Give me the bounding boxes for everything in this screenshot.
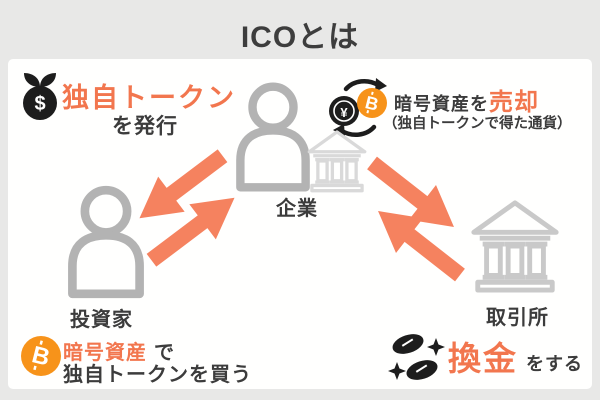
company-label: 企業 bbox=[276, 198, 318, 220]
svg-text:B: B bbox=[29, 341, 52, 371]
sell-crypto-line: 暗号資産を 売却 bbox=[394, 82, 539, 117]
currency-exchange-icon: ¥ B bbox=[326, 76, 392, 143]
investor-label: 投資家 bbox=[70, 309, 133, 331]
company-bank-icon bbox=[304, 128, 370, 199]
arrow-company-to-investor bbox=[139, 149, 228, 219]
coins-sparkle-icon bbox=[386, 330, 446, 393]
issue-token-text: 独自トークン bbox=[62, 83, 236, 113]
bitcoin-icon: B bbox=[20, 335, 62, 382]
buy-token-line1: 暗号資産 で bbox=[63, 336, 175, 365]
sell-crypto-highlight: 売却 bbox=[489, 89, 539, 116]
investor-person-icon bbox=[58, 183, 154, 306]
svg-text:B: B bbox=[363, 92, 380, 115]
sell-crypto-subnote: （独自トークンで得た通貨） bbox=[383, 116, 572, 132]
exchange-bank-icon bbox=[466, 196, 564, 301]
arrow-company-to-exchange bbox=[367, 156, 454, 228]
sell-crypto-prefix: 暗号資産を bbox=[394, 94, 489, 114]
exchange-label: 取引所 bbox=[486, 307, 549, 329]
money-sprout-icon: $ bbox=[18, 68, 62, 127]
buy-token-line2: 独自トークンを買う bbox=[63, 364, 252, 386]
buy-token-highlight: 暗号資産 bbox=[63, 342, 147, 364]
company-person-icon bbox=[226, 82, 320, 197]
svg-text:¥: ¥ bbox=[340, 105, 348, 120]
cash-out-suffix: をする bbox=[526, 354, 583, 374]
page-title: ICOとは bbox=[240, 21, 360, 54]
arrow-exchange-to-company bbox=[378, 210, 465, 282]
svg-text:$: $ bbox=[34, 93, 45, 115]
issue-token-suffix: を発行 bbox=[112, 115, 178, 138]
cash-out-line: 換金 をする bbox=[448, 332, 583, 380]
cash-out-highlight: 換金 bbox=[448, 340, 518, 377]
arrow-investor-to-company bbox=[146, 197, 235, 267]
buy-token-suffix: で bbox=[154, 342, 175, 364]
